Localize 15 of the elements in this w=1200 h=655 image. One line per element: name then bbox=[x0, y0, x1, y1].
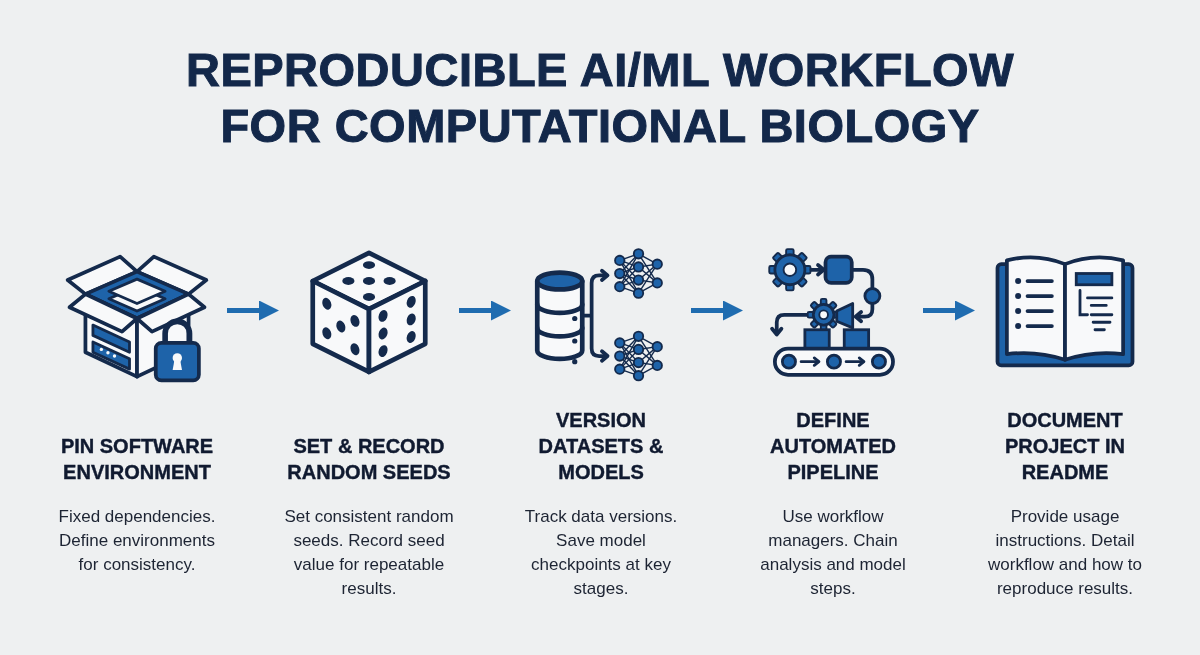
step-heading: VERSION DATASETS & MODELS bbox=[537, 408, 665, 485]
step-description: Provide usage instructions. Detail workflow and how to reproduce results. bbox=[987, 506, 1143, 600]
step-description: Use workflow managers. Chain analysis and model steps. bbox=[759, 506, 907, 600]
step-description: Fixed dependencies. Define environments for consistency. bbox=[57, 506, 217, 576]
arrow bbox=[923, 300, 975, 321]
step-description: Set consistent random seeds. Record seed value for repeatable results. bbox=[283, 506, 455, 600]
step-heading: DOCUMENT PROJECT IN README bbox=[1004, 408, 1126, 485]
step-heading: DEFINE AUTOMATED PIPELINE bbox=[769, 408, 897, 485]
step-description: Track data versions. Save model checkpoints at key stages. bbox=[523, 506, 679, 600]
arrow bbox=[459, 300, 511, 321]
step-heading: SET & RECORD RANDOM SEEDS bbox=[286, 434, 452, 485]
diagram-title: REPRODUCIBLE AI/ML WORKFLOW FOR COMPUTATIONAL BIOLOGY bbox=[184, 42, 1016, 154]
step-heading: PIN SOFTWARE ENVIRONMENT bbox=[59, 434, 215, 485]
arrow bbox=[227, 300, 279, 321]
arrow bbox=[691, 300, 743, 321]
